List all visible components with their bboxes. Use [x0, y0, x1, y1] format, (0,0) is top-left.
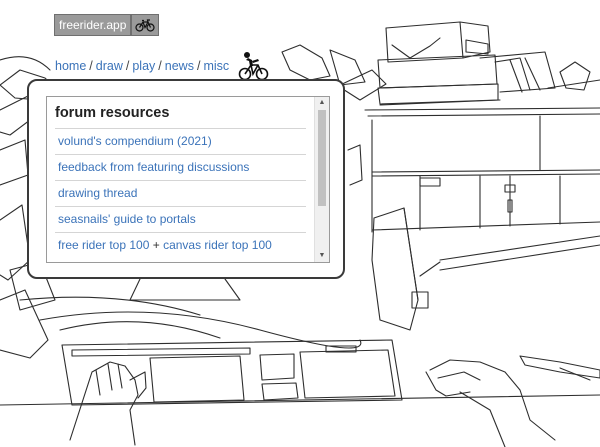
list-item: volund's compendium (2021)	[55, 128, 306, 154]
nav-home[interactable]: home	[55, 59, 87, 73]
nav-misc[interactable]: misc	[203, 59, 230, 73]
list-item: feedback from featuring discussions	[55, 154, 306, 180]
resource-link[interactable]: drawing thread	[58, 186, 138, 200]
resource-link[interactable]: seasnails' guide to portals	[58, 212, 196, 226]
main-nav: home/draw/play/news/misc	[55, 59, 229, 73]
nav-separator: /	[196, 59, 201, 73]
scrollbar[interactable]: ▲ ▼	[314, 97, 329, 262]
monitor-screen: forum resources volund's compendium (202…	[46, 96, 330, 263]
nav-separator: /	[125, 59, 130, 73]
bike-rider-icon	[238, 52, 269, 81]
list-item: free rider top 100 + canvas rider top 10…	[55, 232, 306, 258]
monitor-frame: forum resources volund's compendium (202…	[27, 79, 345, 279]
resource-link[interactable]: canvas rider top 100	[163, 238, 272, 252]
link-joiner: +	[149, 238, 164, 252]
nav-draw[interactable]: draw	[95, 59, 123, 73]
resource-link[interactable]: feedback from featuring discussions	[58, 160, 250, 174]
section-title: forum resources	[55, 105, 170, 121]
site-logo[interactable]: freerider.app	[54, 14, 132, 36]
nav-separator: /	[89, 59, 93, 73]
scroll-up-arrow-icon[interactable]: ▲	[318, 99, 326, 106]
bicycle-icon[interactable]	[131, 14, 159, 36]
nav-separator: /	[158, 59, 162, 73]
nav-play[interactable]: play	[132, 59, 156, 73]
nav-news[interactable]: news	[164, 59, 194, 73]
resource-link[interactable]: free rider top 100	[58, 238, 150, 252]
resource-link[interactable]: volund's compendium (2021)	[58, 134, 212, 148]
forum-resources-panel: forum resources volund's compendium (202…	[47, 97, 315, 258]
resource-list: volund's compendium (2021) feedback from…	[55, 128, 306, 258]
scroll-down-arrow-icon[interactable]: ▼	[318, 252, 326, 259]
list-item: drawing thread	[55, 180, 306, 206]
scroll-thumb[interactable]	[318, 110, 326, 206]
list-item: seasnails' guide to portals	[55, 206, 306, 232]
